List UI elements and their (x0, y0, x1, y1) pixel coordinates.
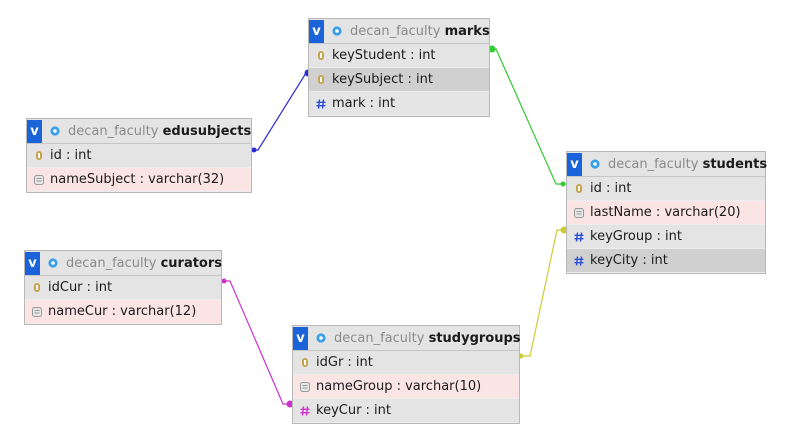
column-row[interactable]: nameCur : varchar(12) (25, 300, 221, 324)
text-icon (574, 207, 584, 218)
collapse-toggle-button[interactable]: v (567, 152, 582, 176)
key-icon (32, 282, 42, 293)
column-label: idCur : int (48, 280, 113, 295)
column-row[interactable]: mark : int (309, 92, 489, 116)
column-row[interactable]: idCur : int (25, 276, 221, 300)
column-row[interactable]: nameSubject : varchar(32) (27, 168, 251, 192)
table-header[interactable]: v decan_faculty curators (25, 251, 223, 276)
column-row[interactable]: id : int (567, 177, 765, 201)
hash-icon (316, 98, 326, 109)
column-row[interactable]: nameGroup : varchar(10) (293, 375, 519, 399)
gear-icon[interactable] (589, 158, 601, 170)
table-title: decan_faculty marks (350, 23, 490, 39)
column-row[interactable]: keyCur : int (293, 399, 519, 423)
column-label: nameCur : varchar(12) (48, 304, 197, 319)
table-header[interactable]: v decan_faculty studygroups (293, 326, 521, 351)
column-row[interactable]: lastName : varchar(20) (567, 201, 765, 225)
key-icon (316, 74, 326, 85)
column-label: keyCur : int (316, 403, 392, 418)
column-label: id : int (590, 181, 632, 196)
column-label: mark : int (332, 96, 396, 111)
relation-marks-edusubjects[interactable] (252, 72, 312, 151)
column-row[interactable]: keyStudent : int (309, 44, 489, 68)
gear-icon[interactable] (331, 25, 343, 37)
table-curators[interactable]: v decan_faculty curators idCur : int nam… (24, 250, 222, 325)
relation-end-dot (251, 147, 257, 153)
gear-icon[interactable] (49, 125, 61, 137)
key-icon (300, 357, 310, 368)
column-label: id : int (50, 148, 92, 163)
relation-end-dot (560, 226, 568, 234)
relation-end-dot (560, 181, 566, 187)
key-icon (574, 183, 584, 194)
relation-end-dot (488, 45, 496, 53)
table-header[interactable]: v decan_faculty marks (309, 19, 490, 44)
column-row[interactable]: id : int (27, 144, 251, 168)
column-label: nameSubject : varchar(32) (50, 172, 225, 187)
table-title: decan_faculty edusubjects (68, 123, 252, 139)
column-row[interactable]: idGr : int (293, 351, 519, 375)
collapse-toggle-button[interactable]: v (293, 326, 308, 350)
text-icon (32, 306, 42, 317)
key-icon (34, 150, 44, 161)
table-studygroups[interactable]: v decan_faculty studygroups idGr : int n… (292, 325, 521, 424)
hash-icon (300, 405, 310, 416)
table-header[interactable]: v decan_faculty students (567, 152, 768, 177)
column-label: nameGroup : varchar(10) (316, 379, 482, 394)
collapse-toggle-button[interactable]: v (25, 251, 40, 275)
table-title: decan_faculty students (608, 156, 768, 172)
column-label: keyGroup : int (590, 229, 682, 244)
text-icon (34, 174, 44, 185)
column-row[interactable]: keyGroup : int (567, 225, 765, 249)
table-title: decan_faculty studygroups (334, 330, 521, 346)
table-edusubjects[interactable]: v decan_faculty edusubjects id : int nam… (26, 118, 252, 193)
gear-icon[interactable] (315, 332, 327, 344)
relation-marks-students[interactable] (490, 48, 566, 185)
collapse-toggle-button[interactable]: v (27, 119, 42, 143)
collapse-toggle-button[interactable]: v (309, 19, 324, 43)
column-label: keyCity : int (590, 253, 668, 268)
column-label: idGr : int (316, 355, 373, 370)
relation-studygroups-curators[interactable] (221, 280, 292, 405)
relation-end-dot (221, 278, 227, 284)
column-label: lastName : varchar(20) (590, 205, 741, 220)
relation-students-studygroups[interactable] (520, 229, 566, 357)
key-icon (316, 50, 326, 61)
column-label: keySubject : int (332, 72, 433, 87)
gear-icon[interactable] (47, 257, 59, 269)
table-title: decan_faculty curators (66, 255, 223, 271)
text-icon (300, 381, 310, 392)
table-header[interactable]: v decan_faculty edusubjects (27, 119, 251, 144)
hash-icon (574, 255, 584, 266)
table-students[interactable]: v decan_faculty students id : int lastNa… (566, 151, 768, 274)
column-label: keyStudent : int (332, 48, 436, 63)
column-row[interactable]: keyCity : int (567, 249, 765, 273)
hash-icon (574, 231, 584, 242)
column-row[interactable]: keySubject : int (309, 68, 489, 92)
table-marks[interactable]: v decan_faculty marks keyStudent : int k… (308, 18, 490, 117)
relation-end-dot (286, 400, 294, 408)
